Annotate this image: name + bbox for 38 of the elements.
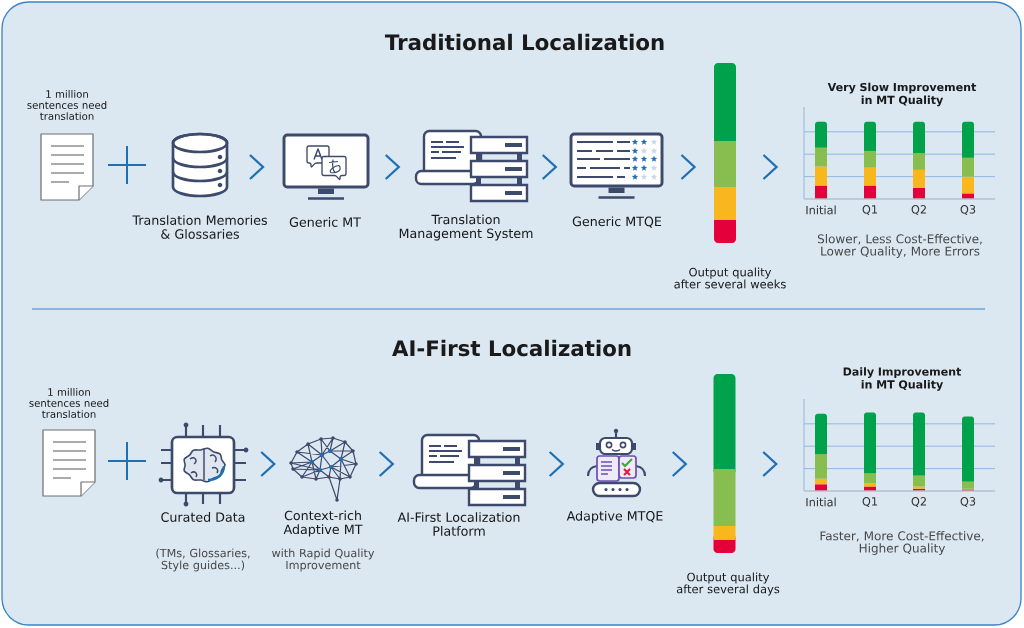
node-label: Translation Memories & Glossaries (132, 215, 267, 239)
chart-title: Daily Improvement in MT Quality (843, 367, 962, 391)
node-label: Output quality after several weeks (674, 267, 786, 289)
node-label: 1 million sentences need translation (29, 388, 109, 418)
chevron-arrow (249, 154, 265, 180)
category-label: Q1 (862, 497, 878, 507)
chart-title: Very Slow Improvement in MT Quality (827, 82, 977, 107)
node-label: Curated Data (161, 512, 245, 522)
node-label: Generic MTQE (572, 216, 662, 228)
chevron-arrow (548, 451, 565, 477)
section-heading: Traditional Localization (384, 33, 664, 51)
node-label: Output quality after several days (676, 572, 780, 596)
category-label: Q1 (862, 205, 878, 215)
chevron-arrow (762, 451, 778, 477)
node-label: Context-rich Adaptive MT (283, 510, 363, 537)
node-label: AI-First Localization Platform (397, 512, 520, 536)
chevron-arrow (762, 154, 779, 180)
node-label: Translation Management System (399, 214, 533, 241)
node-label: 1 million sentences need translation (27, 90, 107, 120)
chevron-arrow (260, 451, 276, 477)
chevron-arrow (541, 154, 558, 180)
note-text: with Rapid Quality Improvement (272, 548, 375, 572)
chevron-arrow (671, 451, 688, 477)
node-label: Generic MT (289, 217, 361, 227)
category-label: Q3 (960, 205, 976, 215)
node-label: Adaptive MTQE (566, 510, 663, 524)
category-label: Q2 (911, 497, 926, 507)
section-heading: AI-First Localization (392, 339, 631, 357)
chevron-arrow (378, 451, 395, 477)
category-label: Q2 (911, 205, 926, 215)
chevron-arrow (680, 154, 697, 180)
chart-caption: Slower, Less Cost-Effective, Lower Quality, More Errors (817, 234, 982, 258)
chevron-arrow (384, 154, 401, 180)
category-label: Initial (806, 497, 836, 507)
category-label: Initial (806, 205, 836, 215)
note-text: (TMs, Glossaries, Style guides...) (156, 548, 250, 572)
category-label: Q3 (960, 497, 976, 507)
chart-caption: Faster, More Cost-Effective, Higher Quality (820, 531, 984, 555)
